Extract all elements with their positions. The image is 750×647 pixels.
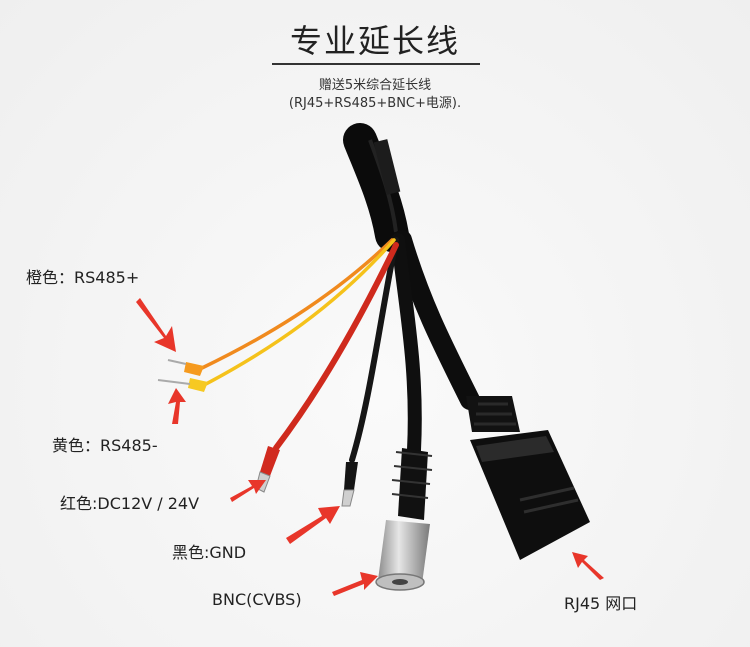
orange-wire — [167, 238, 394, 376]
bnc-cable — [391, 233, 422, 457]
arrow-yellow — [168, 388, 186, 424]
rj45-connector — [470, 430, 590, 560]
arrow-bnc — [332, 572, 378, 596]
arrow-orange — [136, 298, 176, 352]
black-gnd-wire — [341, 237, 399, 507]
arrow-rj45 — [572, 552, 604, 580]
subtitle-line-2: (RJ45+RS485+BNC+电源). — [288, 96, 462, 111]
main-cable — [343, 123, 409, 252]
title-underline — [272, 63, 480, 65]
label-yellow-rs485-minus: 黄色：RS485- — [52, 436, 158, 455]
bnc-connector — [375, 448, 433, 591]
label-orange-rs485-plus: 橙色：RS485+ — [26, 268, 140, 287]
label-bnc: BNC(CVBS) — [212, 590, 302, 609]
subtitle-line-1: 赠送5米综合延长线 — [318, 78, 432, 93]
arrow-black — [286, 506, 340, 544]
yellow-wire — [157, 238, 396, 392]
label-rj45: RJ45 网口 — [564, 594, 638, 613]
rj45-cable — [392, 230, 520, 432]
arrow-red — [230, 480, 266, 502]
callout-arrows — [136, 298, 604, 596]
label-red-power: 红色:DC12V / 24V — [60, 494, 200, 513]
page-title: 专业延长线 — [289, 22, 460, 60]
label-black-gnd: 黑色:GND — [172, 543, 247, 562]
